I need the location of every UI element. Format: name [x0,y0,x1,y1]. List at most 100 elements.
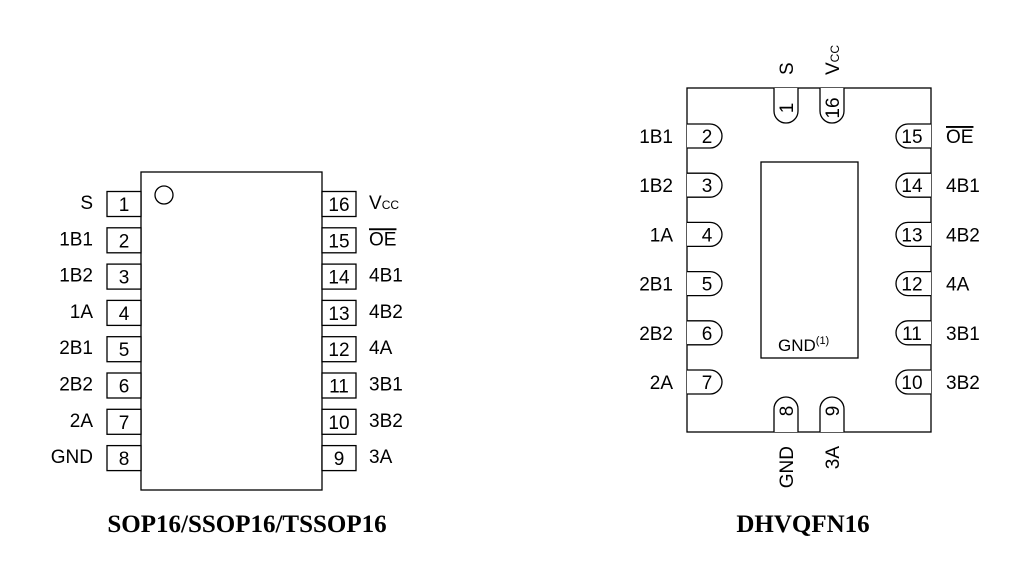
qfn-pin-3-number: 3 [702,176,713,197]
qfn-pin-7-pad [687,369,723,395]
qfn-pin-11-number: 11 [902,324,922,345]
sop-pin-14-box [321,263,357,290]
pin-label-text: 4B2 [946,225,980,246]
qfn-pin-14-number: 14 [901,176,923,197]
qfn-pin-13-pad [895,221,931,248]
pin-label-text: V [369,193,382,214]
pin-label-1b2: 1B2 [639,176,673,197]
sop-pin-5-number: 5 [119,340,130,361]
pin-label-2a: 2A [650,373,674,394]
pin-label-text: 3A [823,446,844,470]
pin-label-text: 4B1 [946,176,980,197]
sop-pin-9-box [321,444,357,472]
sop16-body [140,171,323,491]
pin-label-text: S [777,62,798,75]
pin-label-subscript: CC [382,198,400,212]
exposed-thermal-pad [760,161,859,359]
qfn-pin-15-pad [895,123,931,149]
sop-pin-3-box [106,263,142,290]
sop-pin-5-box [106,336,142,363]
pin-label-text: 1A [70,302,94,323]
pin-label-text: 4B2 [369,302,403,323]
qfn-pin-16-number: 16 [823,97,844,118]
qfn-pin-10-pad [895,369,931,395]
qfn-pin-11-pad [895,320,931,346]
pin-label-text: 2B1 [639,275,673,296]
dhvqfn16-caption: DHVQFN16 [736,511,869,538]
qfn-pin-1-number: 1 [777,103,798,114]
pin-label-2a: 2A [70,411,94,432]
pin-label-2b1: 2B1 [639,275,673,296]
qfn-pin-16-pad [819,88,845,124]
qfn-pin-3-pad [687,172,723,198]
qfn-pin-1-pad [773,88,799,124]
pin-label-3b2: 3B2 [369,411,403,432]
qfn-pin-12-pad [895,270,931,297]
dhvqfn16-body [686,87,932,433]
pin-label-text: GND [51,447,93,468]
pin-label-text: 1B2 [639,176,673,197]
pin-label-text: 1A [650,225,674,246]
pin-label-text: 4A [369,338,393,359]
pin-label-text: GND [777,446,798,488]
pin-label-gnd: GND [51,447,93,468]
sop-pin-11-number: 11 [329,377,349,398]
pin-label-subscript: CC [828,45,842,63]
pin-label-4b1: 4B1 [369,266,403,287]
pin-label-text: 2B2 [639,324,673,345]
pin-label-text: 2B2 [59,375,93,396]
sop-pin-10-number: 10 [328,413,349,434]
sop-pin-10-box [321,408,357,435]
sop-pin-15-number: 15 [328,231,349,252]
sop-pin-13-number: 13 [328,304,349,325]
qfn-pin-15-number: 15 [901,127,922,148]
sop-pin-4-number: 4 [119,304,130,325]
sop-pin-2-number: 2 [119,231,130,252]
sop-pin-13-box [321,299,357,327]
pin-label-3b2: 3B2 [946,373,980,394]
sop-pin-9-number: 9 [334,449,345,470]
pin-label-4b1: 4B1 [946,176,980,197]
pin-label-2b1: 2B1 [59,338,93,359]
pin-label-vcc: VCC [369,193,399,214]
sop-pin-1-number: 1 [119,195,130,216]
qfn-pin-13-number: 13 [901,225,922,246]
pin-label-vcc: VCC [823,45,844,75]
qfn-pin-6-pad [687,320,723,346]
sop-pin-1-box [106,190,142,218]
pin-label-text: OE [946,127,973,148]
pin-label-text: 3B2 [369,411,403,432]
pad-gnd-text: GND [778,336,816,355]
pin-label-3b1: 3B1 [369,375,403,396]
sop-pin-8-number: 8 [119,449,130,470]
qfn-pin-4-number: 4 [702,225,713,246]
qfn-pin-8-number: 8 [777,406,798,417]
thermal-pad-label: GND(1) [778,335,829,355]
sop16-caption: SOP16/SSOP16/TSSOP16 [107,511,386,538]
pin-label-1b1: 1B1 [59,229,93,250]
pin-label-1b1: 1B1 [639,127,673,148]
qfn-pin-4-pad [687,221,723,248]
pin-label-4b2: 4B2 [946,225,980,246]
sop-pin-3-number: 3 [119,268,130,289]
pad-note: (1) [816,335,829,347]
qfn-pin-6-number: 6 [702,324,713,345]
sop-pin-15-box [321,227,357,254]
qfn-pin-8-pad [773,396,799,432]
qfn-pin-7-number: 7 [702,373,713,394]
pin-label-4a: 4A [946,275,970,296]
sop-pin-12-box [321,336,357,363]
pin-label-text: 3B1 [369,375,403,396]
pin-label-text: 3A [369,447,393,468]
qfn-pin-14-pad [895,172,931,198]
pin-label-4b2: 4B2 [369,302,403,323]
sop-pin-4-box [106,299,142,327]
pin-label-1b2: 1B2 [59,266,93,287]
pin-label-4a: 4A [369,338,393,359]
sop-pin-14-number: 14 [328,268,350,289]
qfn-pin-5-number: 5 [702,275,713,296]
